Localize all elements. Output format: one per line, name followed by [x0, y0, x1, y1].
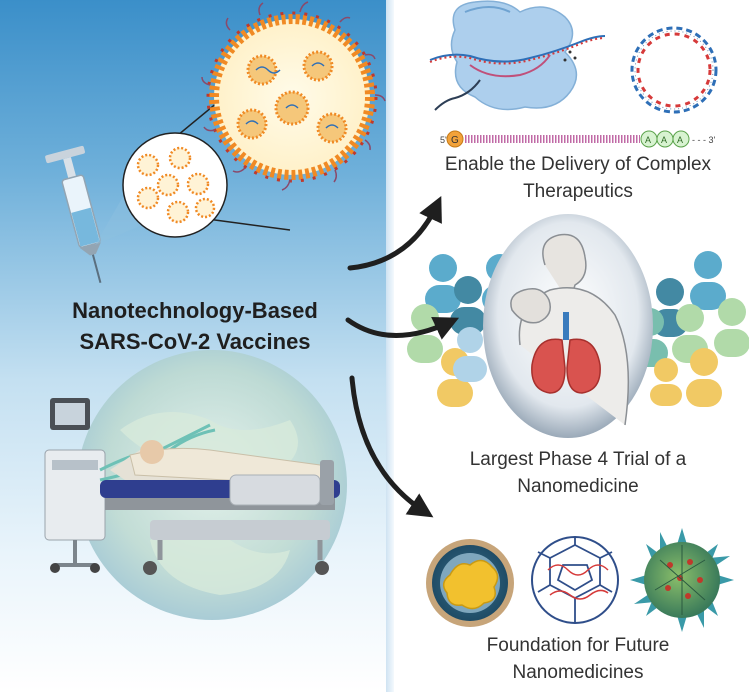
spiky-nanoparticle-icon — [630, 528, 734, 632]
arrow-to-delivery — [347, 195, 442, 271]
main-title-line-2: SARS-CoV-2 Vaccines — [79, 329, 311, 354]
patient-coughing-icon — [483, 214, 653, 438]
benefit-caption-foundation: Foundation for Future Nanomedicines — [410, 632, 746, 686]
ribosome-icon — [429, 0, 606, 111]
panel-divider — [386, 0, 394, 692]
arrows — [345, 195, 460, 518]
benefit-caption-delivery-line-1: Enable the Delivery of Complex — [444, 154, 712, 175]
hospital-bed-icon — [100, 440, 340, 575]
benefit-caption-foundation-line-1: Foundation for Future — [486, 635, 670, 656]
benefit-caption-trial-line-1: Largest Phase 4 Trial of a — [469, 449, 687, 470]
cap-label: G — [451, 135, 459, 146]
main-title-line-1: Nanotechnology-Based — [72, 298, 318, 323]
benefit-caption-delivery: Enable the Delivery of Complex Therapeut… — [410, 151, 746, 205]
five-prime-label: 5' — [440, 135, 447, 145]
plasmid-icon — [630, 26, 718, 114]
arrow-to-foundation — [349, 375, 434, 518]
poly-a-label-1: A — [645, 135, 651, 145]
poly-a-label-2: A — [661, 135, 667, 145]
liposome-icon — [426, 539, 514, 627]
poly-a-label-3: A — [677, 135, 683, 145]
three-prime-label: - - - 3' — [692, 135, 715, 145]
mrna-strip-icon: 5' G A A A - - - 3' — [440, 130, 715, 148]
cage-nanoparticle-icon — [531, 536, 619, 624]
syringe-icon — [45, 145, 102, 283]
nanoparticle-cluster-icon — [122, 132, 228, 238]
lipid-nanoparticle-icon — [201, 1, 386, 191]
benefit-caption-foundation-line-2: Nanomedicines — [512, 662, 644, 683]
benefit-caption-trial-line-2: Nanomedicine — [517, 476, 639, 497]
arrow-to-trial — [345, 317, 460, 340]
benefit-caption-delivery-line-2: Therapeutics — [523, 181, 633, 202]
main-title: Nanotechnology-Based SARS-CoV-2 Vaccines — [30, 295, 360, 357]
lungs-icon — [531, 312, 601, 394]
benefit-caption-trial: Largest Phase 4 Trial of a Nanomedicine — [410, 446, 746, 500]
